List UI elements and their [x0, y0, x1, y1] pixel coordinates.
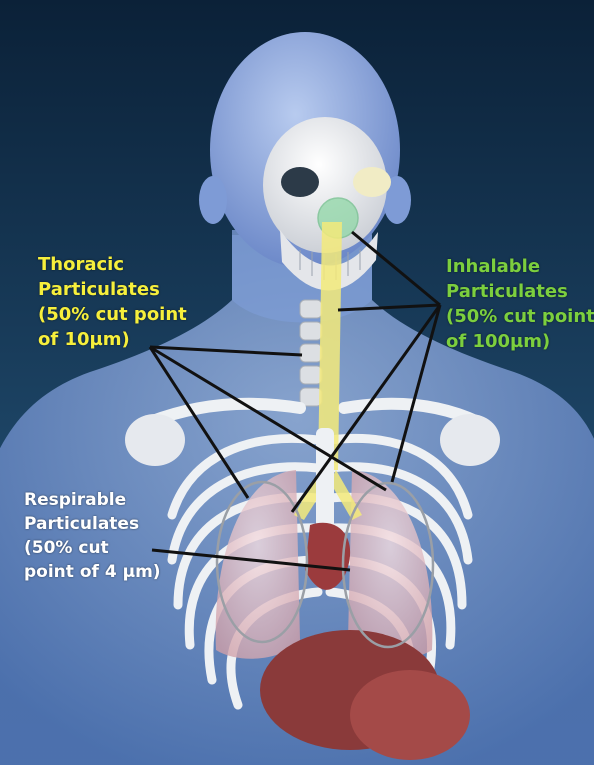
thoracic-line-4: of 10µm) — [38, 327, 187, 352]
thoracic-line-3: (50% cut point — [38, 302, 187, 327]
inhalable-line-2: Particulates — [446, 279, 594, 304]
inhalable-line-1: Inhalable — [446, 254, 594, 279]
respirable-line-2: Particulates — [24, 512, 161, 536]
right-shoulder-joint — [440, 414, 500, 466]
thoracic-particulates-label: Thoracic Particulates (50% cut point of … — [38, 252, 187, 352]
inhalable-particulates-label: Inhalable Particulates (50% cut point of… — [446, 254, 594, 354]
respirable-line-3: (50% cut — [24, 536, 161, 560]
left-shoulder-joint — [125, 414, 185, 466]
respirable-line-4: point of 4 µm) — [24, 560, 161, 584]
respirable-line-1: Respirable — [24, 488, 161, 512]
spine — [300, 300, 322, 406]
thoracic-line-1: Thoracic — [38, 252, 187, 277]
inhalable-line-4: of 100µm) — [446, 329, 594, 354]
thoracic-line-2: Particulates — [38, 277, 187, 302]
inhalable-line-3: (50% cut point — [446, 304, 594, 329]
respirable-particulates-label: Respirable Particulates (50% cut point o… — [24, 488, 161, 584]
